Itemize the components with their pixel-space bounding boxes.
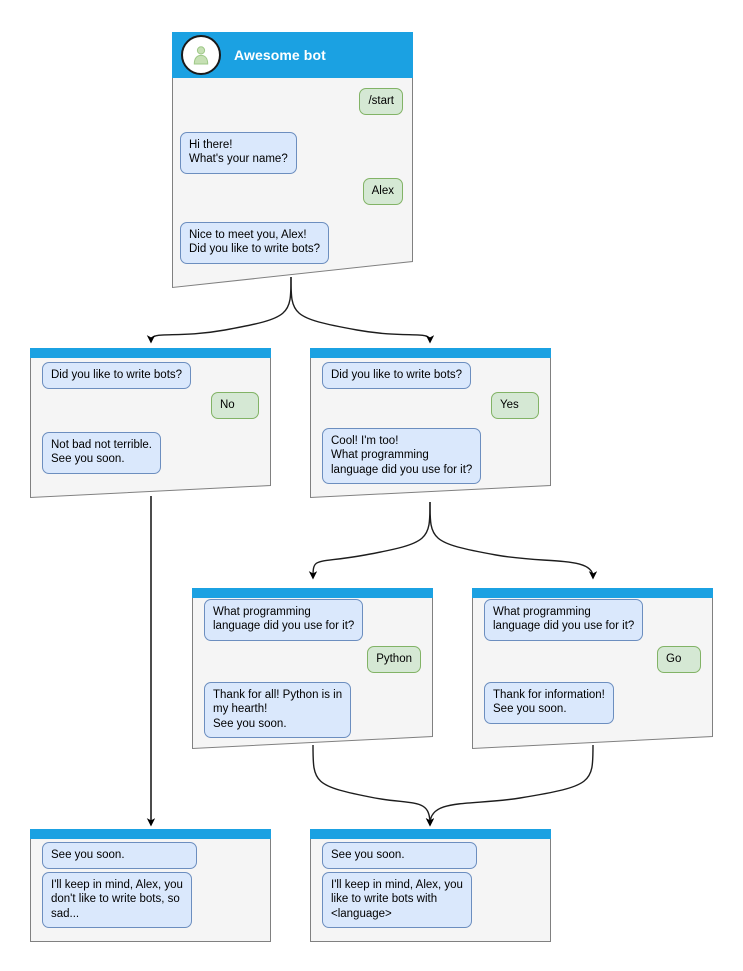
message-row: No — [42, 392, 259, 420]
bot-message-bubble: Did you like to write bots? — [322, 362, 472, 390]
chat-card-go-branch[interactable]: What programming language did you use fo… — [472, 588, 713, 751]
person-avatar-icon — [181, 35, 221, 75]
message-row: Yes — [322, 392, 539, 420]
message-row: Alex — [180, 178, 403, 206]
user-message-bubble: Go — [657, 646, 701, 674]
bot-message-bubble: See you soon. — [42, 842, 197, 870]
user-message-bubble: Python — [367, 646, 421, 674]
message-row: See you soon. — [322, 842, 539, 870]
message-row: See you soon. — [42, 842, 259, 870]
user-message-bubble: /start — [359, 88, 403, 116]
bot-message-bubble: I'll keep in mind, Alex, you like to wri… — [322, 872, 472, 929]
user-message-bubble: No — [211, 392, 259, 420]
edge-go-to-end-happy — [425, 744, 594, 827]
bot-message-bubble: See you soon. — [322, 842, 477, 870]
bot-message-bubble: Did you like to write bots? — [42, 362, 192, 390]
chat-card-no-branch[interactable]: Did you like to write bots? No Not bad n… — [30, 348, 271, 500]
user-message-bubble: Yes — [491, 392, 539, 420]
message-row: Did you like to write bots? — [42, 362, 259, 390]
chat-card-root[interactable]: Awesome bot /start Hi there! What's your… — [172, 32, 413, 290]
message-row: Thank for information! See you soon. — [484, 682, 701, 724]
chat-card-end-happy[interactable]: See you soon. I'll keep in mind, Alex, y… — [310, 829, 551, 942]
edge-yes-to-python — [308, 501, 431, 580]
card-header-root: Awesome bot — [172, 32, 413, 78]
message-row: Go — [484, 646, 701, 674]
message-row: I'll keep in mind, Alex, you don't like … — [42, 872, 259, 929]
bot-message-bubble: What programming language did you use fo… — [484, 599, 644, 641]
bot-title: Awesome bot — [234, 47, 326, 63]
message-row: Cool! I'm too! What programming language… — [322, 428, 539, 485]
bot-message-bubble: What programming language did you use fo… — [204, 599, 364, 641]
edge-python-to-end-happy — [312, 744, 435, 827]
bot-message-bubble: I'll keep in mind, Alex, you don't like … — [42, 872, 192, 929]
bot-message-bubble: Cool! I'm too! What programming language… — [322, 428, 482, 485]
message-row: Python — [204, 646, 421, 674]
bot-message-bubble: Nice to meet you, Alex! Did you like to … — [180, 222, 330, 264]
message-row: Did you like to write bots? — [322, 362, 539, 390]
bot-message-bubble: Thank for information! See you soon. — [484, 682, 614, 724]
message-row: What programming language did you use fo… — [484, 599, 701, 641]
chat-card-python-branch[interactable]: What programming language did you use fo… — [192, 588, 433, 751]
message-row: I'll keep in mind, Alex, you like to wri… — [322, 872, 539, 929]
chat-card-yes-branch[interactable]: Did you like to write bots? Yes Cool! I'… — [310, 348, 551, 500]
message-row: Thank for all! Python is in my hearth! S… — [204, 682, 421, 739]
edge-yes-to-go — [429, 501, 598, 580]
bot-message-bubble: Thank for all! Python is in my hearth! S… — [204, 682, 352, 739]
bot-message-bubble: Hi there! What's your name? — [180, 132, 297, 174]
message-row: /start — [180, 88, 403, 116]
chat-card-end-sad[interactable]: See you soon. I'll keep in mind, Alex, y… — [30, 829, 271, 942]
message-row: Nice to meet you, Alex! Did you like to … — [180, 222, 403, 264]
user-message-bubble: Alex — [362, 178, 403, 206]
bot-message-bubble: Not bad not terrible. See you soon. — [42, 432, 162, 474]
message-row: Hi there! What's your name? — [180, 132, 403, 174]
message-row: Not bad not terrible. See you soon. — [42, 432, 259, 474]
message-row: What programming language did you use fo… — [204, 599, 421, 641]
